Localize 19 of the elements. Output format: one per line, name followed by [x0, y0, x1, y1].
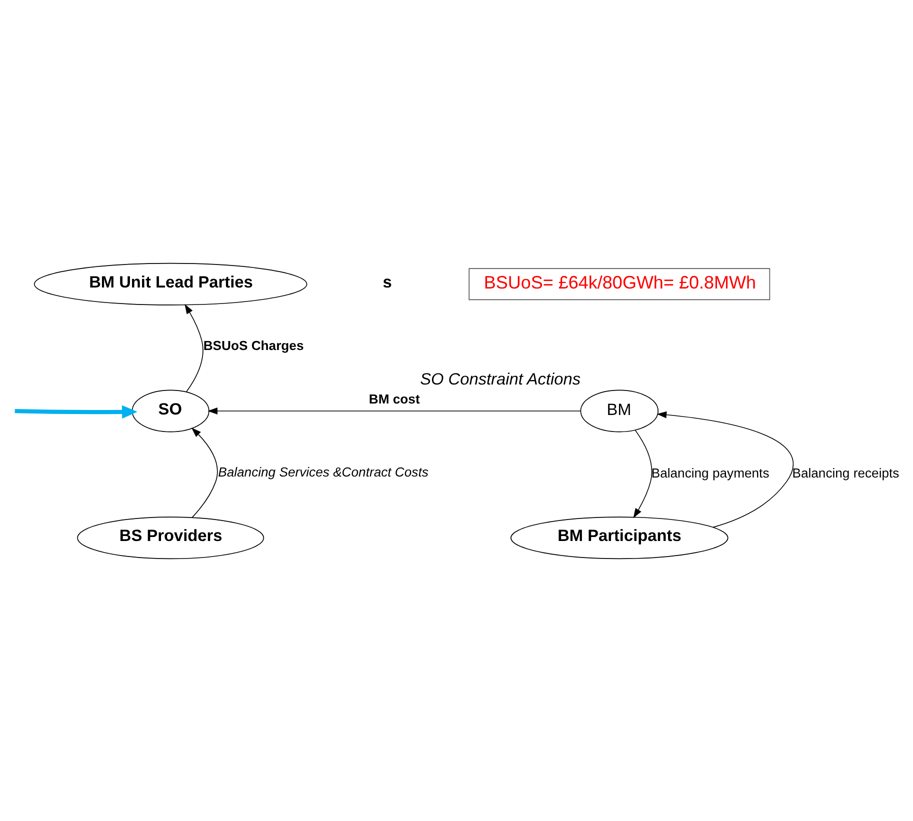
arrow — [208, 407, 581, 414]
edge-label: Balancing Services &Contract Costs — [218, 464, 428, 480]
arrow — [633, 429, 652, 518]
arrow — [656, 410, 794, 528]
edge-label: Balancing receipts — [792, 465, 900, 480]
edge-label: BM cost — [368, 390, 420, 406]
node-box: BSUoS= £64k/80GWh= £0.8MWh — [468, 268, 770, 300]
node-ellipse: BM — [580, 389, 658, 432]
label: s — [382, 272, 392, 291]
arrow — [184, 304, 204, 392]
edge-label: Balancing payments — [651, 465, 770, 480]
node-ellipse: BM Participants — [510, 516, 728, 559]
node-ellipse: SO — [132, 389, 210, 432]
node-ellipse: BS Providers — [77, 516, 264, 559]
arrow — [14, 404, 138, 418]
arrow — [191, 427, 218, 518]
edge-label: BSUoS Charges — [203, 337, 304, 352]
node-label: SO Constraint Actions — [420, 370, 581, 388]
node-ellipse: BM Unit Lead Parties — [34, 262, 308, 305]
